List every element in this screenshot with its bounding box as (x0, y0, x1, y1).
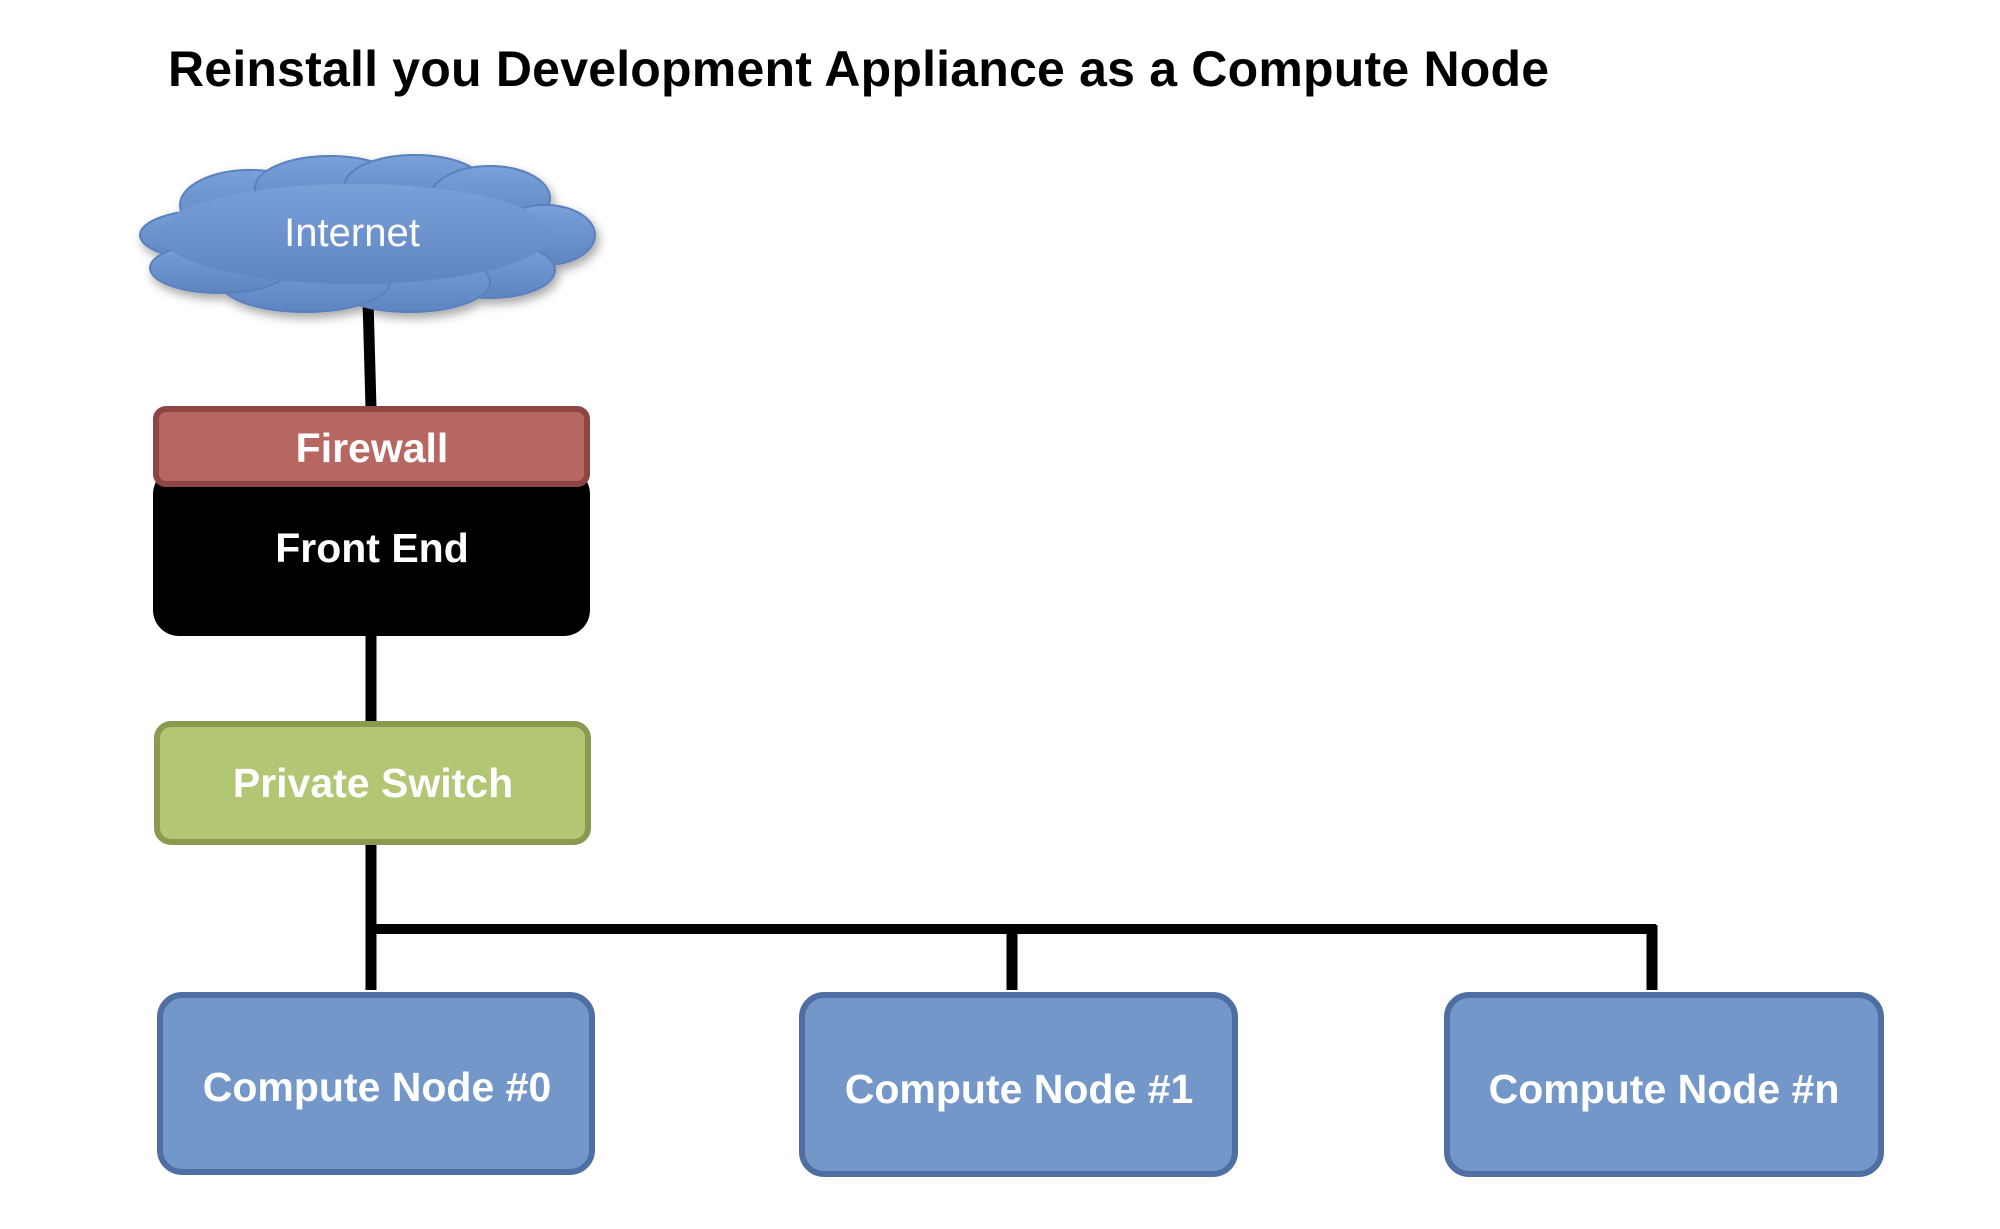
page-title: Reinstall you Development Appliance as a… (168, 41, 1550, 97)
firewall-label: Firewall (296, 425, 449, 471)
firewall-node: Firewall (153, 406, 590, 487)
compute-node-label: Compute Node #0 (203, 1064, 552, 1110)
internet-cloud: Internet (139, 154, 596, 313)
front-end-node: Front End (153, 468, 590, 636)
connectors (362, 299, 1658, 990)
front-end-label: Front End (275, 525, 469, 571)
edge-internet-firewall (362, 299, 377, 409)
compute-node-label: Compute Node #n (1489, 1066, 1840, 1112)
compute-node-0: Compute Node #0 (157, 992, 595, 1175)
compute-node-label: Compute Node #1 (845, 1066, 1194, 1112)
private-switch-node: Private Switch (154, 721, 591, 845)
private-switch-label: Private Switch (233, 760, 513, 806)
compute-node-1: Compute Node #1 (799, 992, 1238, 1177)
compute-node-n: Compute Node #n (1444, 992, 1884, 1177)
internet-label: Internet (284, 211, 420, 255)
